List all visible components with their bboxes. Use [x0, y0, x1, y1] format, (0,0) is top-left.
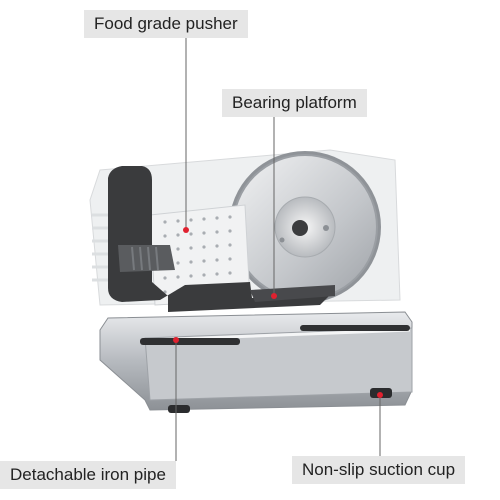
hub-screw [279, 237, 285, 243]
grip-ridges [131, 246, 159, 271]
blade-center-nut [292, 220, 308, 236]
base-front-panel [144, 327, 413, 401]
pusher-marker-dot [183, 227, 189, 233]
iron-pipe-rear [300, 325, 410, 331]
pusher-label: Food grade pusher [84, 10, 248, 38]
platform-marker-dot [271, 293, 277, 299]
pusher-grip [118, 245, 175, 272]
pipe-label: Detachable iron pipe [0, 461, 176, 489]
hub-screw [323, 225, 329, 231]
iron-pipe [140, 338, 240, 345]
cup-marker-dot [377, 392, 383, 398]
pipe-marker-dot [173, 337, 179, 343]
platform-label: Bearing platform [222, 89, 367, 117]
cup-label: Non-slip suction cup [292, 456, 466, 484]
suction-cup-foot [168, 405, 190, 413]
bearing-platform [250, 285, 335, 302]
leader-lines [175, 38, 381, 461]
